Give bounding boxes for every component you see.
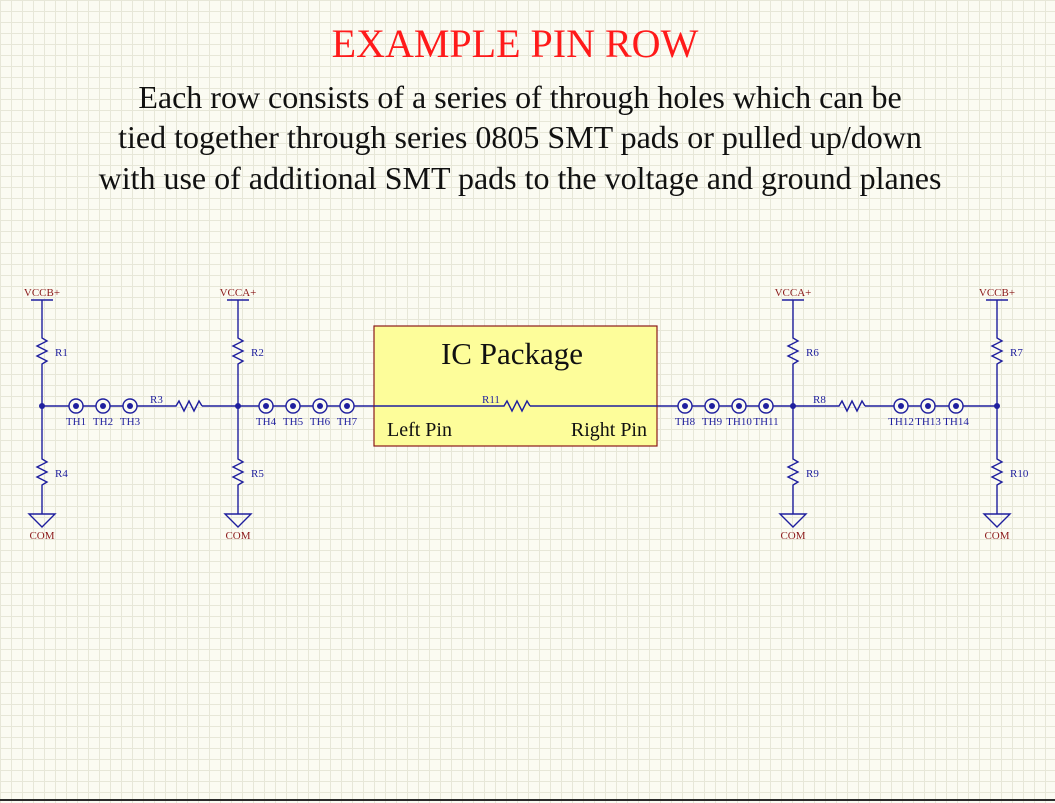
description-line-1: Each row consists of a series of through… — [138, 79, 902, 115]
power-labels: VCCB+ VCCA+ VCCA+ VCCB+ — [24, 287, 1015, 299]
junction-dot — [39, 403, 45, 409]
through-hole-label-th9: TH9 — [702, 416, 723, 428]
resistor-label-r6: R6 — [806, 347, 819, 359]
resistor-labels: R1 R2 R3 R4 R5 R6 R7 R8 R9 R10 R11 — [55, 347, 1029, 480]
through-hole-label-th7: TH7 — [337, 416, 358, 428]
ground-label-4: COM — [984, 530, 1009, 542]
description-line-3: with use of additional SMT pads to the v… — [98, 160, 942, 196]
ground-label-1: COM — [29, 530, 54, 542]
branch-column-2 — [223, 299, 253, 528]
resistor-symbol-r1 — [35, 334, 49, 368]
through-hole-center-th2 — [100, 403, 106, 409]
branch-column-1 — [27, 299, 57, 528]
sheet-bottom-border — [0, 799, 1055, 801]
junction-dot — [790, 403, 796, 409]
junction-dot — [994, 403, 1000, 409]
resistor-label-r5: R5 — [251, 468, 264, 480]
resistor-symbol-r2 — [231, 334, 245, 368]
resistor-label-r10: R10 — [1010, 468, 1029, 480]
resistor-symbol-r7 — [990, 334, 1004, 368]
ic-right-pin-label: Right Pin — [571, 419, 647, 441]
through-hole-label-th1: TH1 — [66, 416, 86, 428]
through-hole-center-th3 — [127, 403, 133, 409]
through-hole-label-th4: TH4 — [256, 416, 277, 428]
through-hole-label-th8: TH8 — [675, 416, 696, 428]
ground-label-2: COM — [225, 530, 250, 542]
schematic-title: EXAMPLE PIN ROW — [331, 21, 699, 66]
resistor-symbol-r5 — [231, 455, 245, 489]
through-hole-center-th10 — [736, 403, 742, 409]
branch-column-3 — [778, 299, 808, 528]
through-hole-center-th9 — [709, 403, 715, 409]
ic-left-pin-label: Left Pin — [387, 419, 452, 441]
resistor-symbol-r9 — [786, 455, 800, 489]
through-hole-label-th11: TH11 — [753, 416, 778, 428]
resistor-symbol-r8 — [835, 399, 866, 413]
ground-symbol-1 — [27, 513, 57, 528]
power-label-vccb-right: VCCB+ — [979, 287, 1015, 299]
through-hole-center-th4 — [263, 403, 269, 409]
through-hole-label-th3: TH3 — [120, 416, 141, 428]
resistor-symbol-r6 — [786, 334, 800, 368]
resistor-label-r7: R7 — [1010, 347, 1023, 359]
through-hole-label-th5: TH5 — [283, 416, 304, 428]
resistor-label-r9: R9 — [806, 468, 819, 480]
resistor-label-r4: R4 — [55, 468, 68, 480]
through-hole-center-th1 — [73, 403, 79, 409]
junctions — [39, 403, 1000, 409]
through-hole-center-th8 — [682, 403, 688, 409]
through-hole-label-th14: TH14 — [943, 416, 969, 428]
ground-labels: COM COM COM COM — [29, 530, 1009, 542]
through-hole-label-th2: TH2 — [93, 416, 113, 428]
resistor-symbol-r11-overlay — [500, 399, 531, 413]
resistor-label-r11: R11 — [482, 394, 500, 406]
resistor-label-r8: R8 — [813, 394, 826, 406]
through-hole-label-th13: TH13 — [915, 416, 941, 428]
ic-package-name: IC Package — [441, 336, 583, 371]
power-label-vcca-left: VCCA+ — [220, 287, 257, 299]
junction-dot — [235, 403, 241, 409]
through-hole-center-th12 — [898, 403, 904, 409]
through-hole-label-th12: TH12 — [888, 416, 914, 428]
resistor-label-r1: R1 — [55, 347, 68, 359]
through-hole-center-th11 — [763, 403, 769, 409]
power-label-vcca-right: VCCA+ — [775, 287, 812, 299]
resistor-symbol-r4 — [35, 455, 49, 489]
through-hole-center-th13 — [925, 403, 931, 409]
through-hole-center-th6 — [317, 403, 323, 409]
ground-symbol-4 — [982, 513, 1012, 528]
ground-label-3: COM — [780, 530, 805, 542]
through-hole-center-th5 — [290, 403, 296, 409]
resistor-symbol-r3 — [172, 399, 203, 413]
through-hole-center-th7 — [344, 403, 350, 409]
description-line-2: tied together through series 0805 SMT pa… — [118, 119, 922, 155]
through-hole-label-th6: TH6 — [310, 416, 331, 428]
ground-symbol-2 — [223, 513, 253, 528]
ic-package-body[interactable] — [373, 325, 658, 447]
resistor-label-r2: R2 — [251, 347, 264, 359]
resistor-symbol-r10 — [990, 455, 1004, 489]
ground-symbol-3 — [778, 513, 808, 528]
through-hole-center-th14 — [953, 403, 959, 409]
through-hole-label-th10: TH10 — [726, 416, 752, 428]
branch-column-4 — [982, 299, 1012, 528]
resistor-label-r3: R3 — [150, 394, 163, 406]
power-label-vccb-left: VCCB+ — [24, 287, 60, 299]
